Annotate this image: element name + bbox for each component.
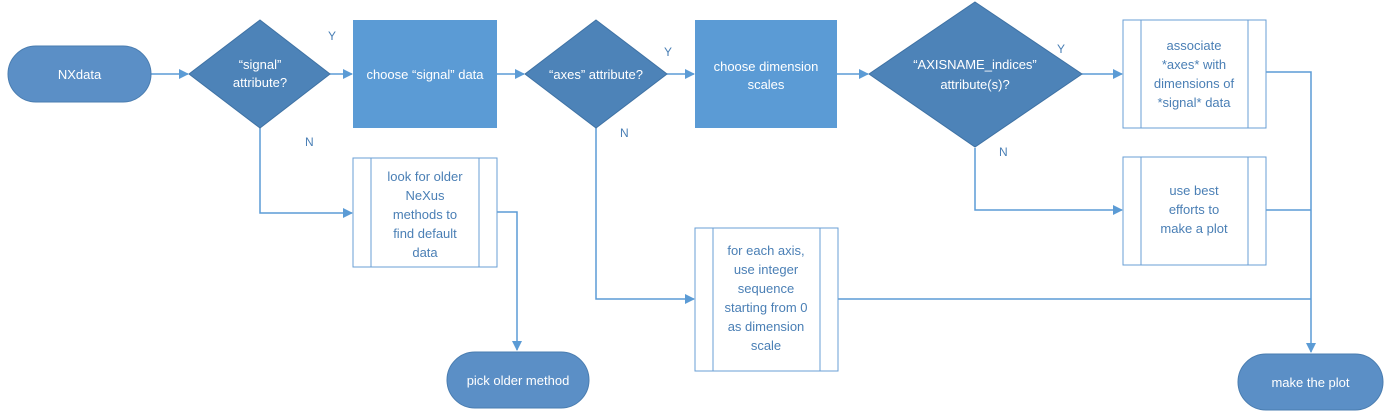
- axes-yes-label: Y: [664, 45, 672, 59]
- choose-dim-label-line-2: scales: [748, 77, 785, 92]
- associate-label-line-4: *signal* data: [1158, 95, 1232, 110]
- signal-yes-label: Y: [328, 29, 336, 43]
- choose-dimension-process: choose dimension scales: [695, 20, 837, 128]
- signal-decision-label-line-1: “signal”: [239, 57, 282, 72]
- integer-seq-label-line-4: starting from 0: [724, 300, 807, 315]
- older-nexus-label-line-4: find default: [393, 226, 457, 241]
- make-plot-label: make the plot: [1271, 375, 1349, 390]
- pick-older-terminal: pick older method: [446, 351, 590, 409]
- axisname-decision-label-line-1: “AXISNAME_indices”: [913, 57, 1037, 72]
- integer-seq-label-line-1: for each axis,: [727, 243, 804, 258]
- associate-label-line-2: *axes* with: [1162, 57, 1226, 72]
- choose-dim-label-line-1: choose dimension: [714, 59, 819, 74]
- associate-label-line-1: associate: [1167, 38, 1222, 53]
- edge-associate-to-make-plot: [1266, 71, 1316, 353]
- integer-seq-label-line-3: sequence: [738, 281, 794, 296]
- older-nexus-label-line-5: data: [412, 245, 438, 260]
- pick-older-label: pick older method: [467, 373, 570, 388]
- nxdata-label: NXdata: [58, 67, 102, 82]
- associate-subprocess: associate *axes* with dimensions of *sig…: [1122, 19, 1267, 129]
- edge-signal-no: [259, 128, 353, 218]
- best-efforts-label-line-1: use best: [1169, 183, 1219, 198]
- axisname-indices-decision: “AXISNAME_indices” attribute(s)?: [868, 1, 1083, 148]
- associate-label-line-3: dimensions of: [1154, 76, 1235, 91]
- choose-signal-label: choose “signal” data: [366, 67, 484, 82]
- axes-no-label: N: [620, 126, 629, 140]
- choose-signal-process: choose “signal” data: [353, 20, 497, 128]
- older-nexus-label-line-3: methods to: [393, 207, 457, 222]
- axes-attribute-decision: “axes” attribute?: [524, 19, 668, 129]
- older-nexus-label-line-1: look for older: [387, 169, 463, 184]
- signal-decision-label-line-2: attribute?: [233, 75, 287, 90]
- axisname-yes-label: Y: [1057, 42, 1065, 56]
- make-plot-terminal: make the plot: [1237, 353, 1384, 411]
- integer-sequence-subprocess: for each axis, use integer sequence star…: [694, 227, 839, 372]
- best-efforts-subprocess: use best efforts to make a plot: [1122, 156, 1267, 266]
- older-nexus-label-line-2: NeXus: [405, 188, 445, 203]
- integer-seq-label-line-6: scale: [751, 338, 781, 353]
- best-efforts-label-line-3: make a plot: [1160, 221, 1228, 236]
- signal-attribute-decision: “signal” attribute?: [188, 19, 331, 129]
- older-nexus-subprocess: look for older NeXus methods to find def…: [352, 157, 498, 268]
- integer-seq-label-line-2: use integer: [734, 262, 799, 277]
- best-efforts-label-line-2: efforts to: [1169, 202, 1219, 217]
- edge-older-nexus-to-pick-older: [497, 211, 522, 351]
- signal-no-label: N: [305, 135, 314, 149]
- edge-axes-no: [595, 128, 695, 304]
- connectors: [151, 69, 1316, 353]
- integer-seq-label-line-5: as dimension: [728, 319, 805, 334]
- nxdata-terminal: NXdata: [7, 45, 152, 103]
- axisname-no-label: N: [999, 145, 1008, 159]
- axes-decision-label: “axes” attribute?: [549, 67, 643, 82]
- axisname-decision-label-line-2: attribute(s)?: [940, 77, 1009, 92]
- edge-axisname-no: [974, 148, 1123, 215]
